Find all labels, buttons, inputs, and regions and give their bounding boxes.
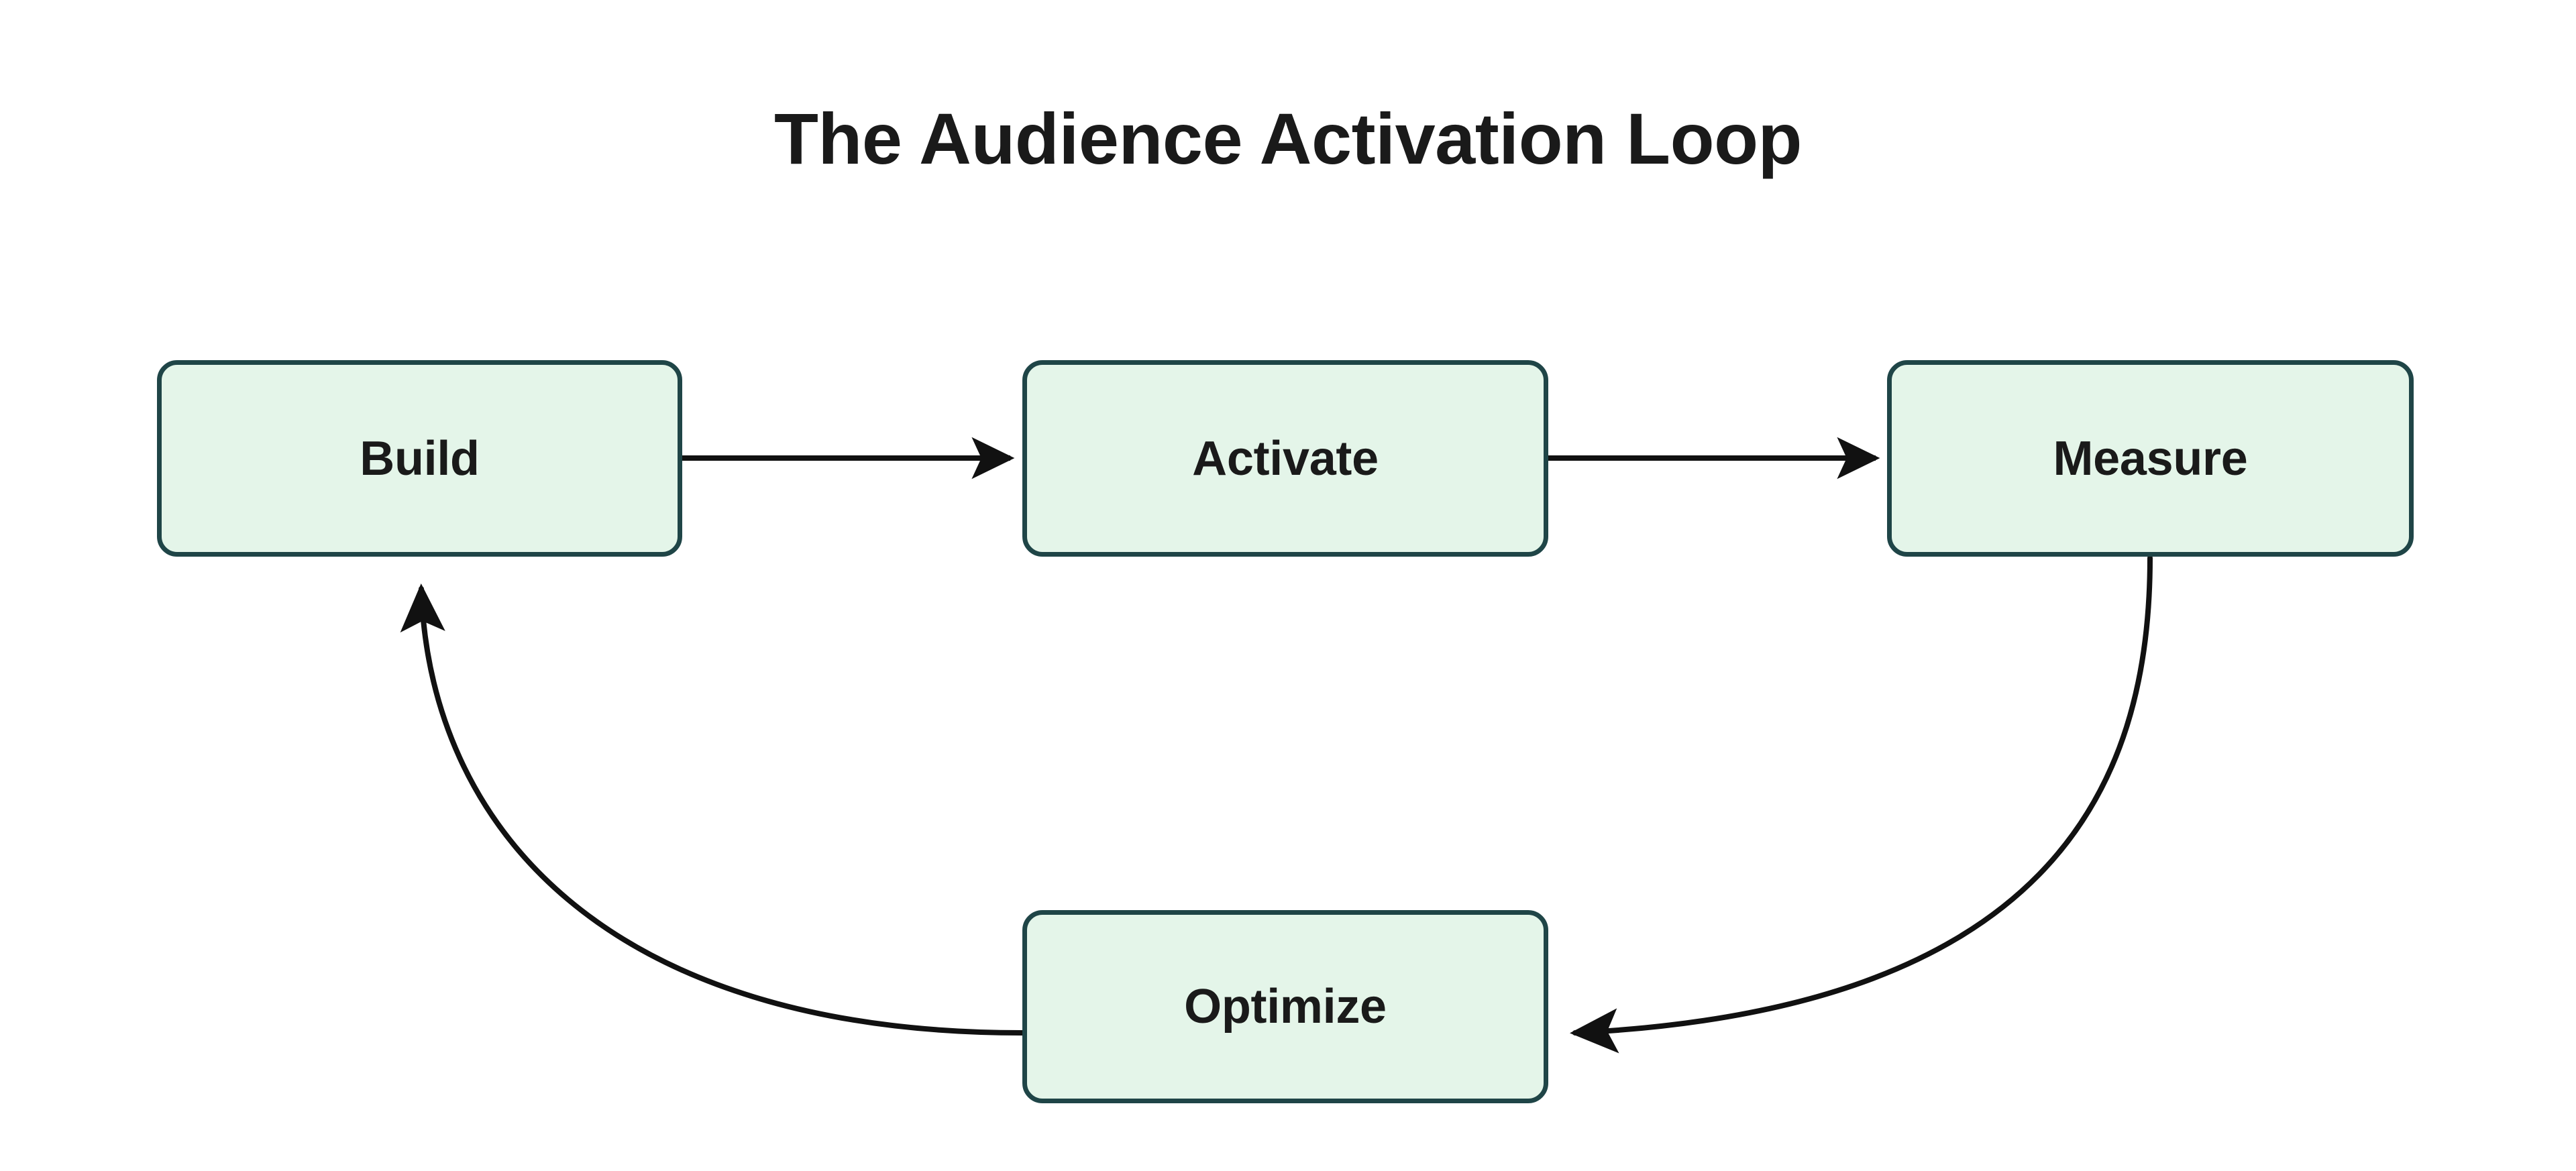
edge-optimize-to-build — [400, 583, 1025, 1036]
edge-measure-to-optimize — [1570, 555, 2153, 1054]
node-measure[interactable]: Measure — [1887, 360, 2414, 557]
page-title: The Audience Activation Loop — [773, 98, 1803, 179]
node-activate[interactable]: Activate — [1022, 360, 1548, 557]
node-optimize[interactable]: Optimize — [1022, 910, 1548, 1103]
node-measure-label: Measure — [2053, 431, 2248, 486]
node-build[interactable]: Build — [157, 360, 682, 557]
node-optimize-label: Optimize — [1184, 980, 1387, 1034]
node-activate-label: Activate — [1192, 431, 1379, 486]
node-build-label: Build — [360, 431, 480, 486]
